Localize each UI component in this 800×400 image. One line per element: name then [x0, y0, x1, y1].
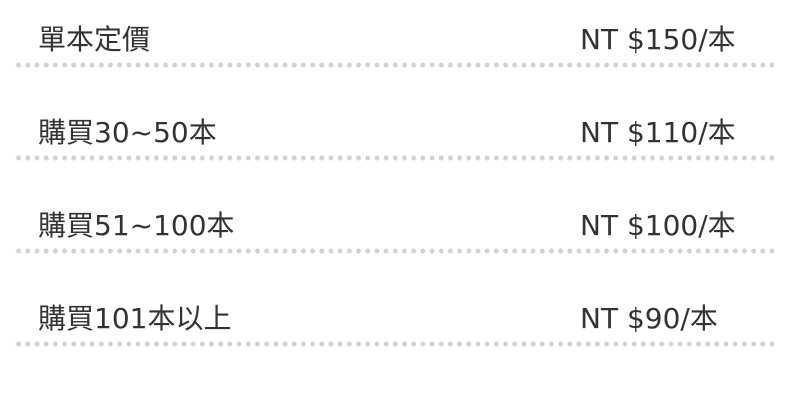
price-row-value: NT $150/本 [580, 23, 736, 56]
dotted-divider [14, 248, 774, 254]
price-row-single: 單本定價 NT $150/本 [14, 0, 774, 93]
price-row-label: 單本定價 [38, 23, 151, 56]
price-row-51-100: 購買51~100本 NT $100/本 [14, 186, 774, 279]
dotted-divider [14, 155, 774, 161]
price-row-label: 購買51~100本 [38, 209, 235, 242]
dotted-divider [14, 341, 774, 347]
price-row-value: NT $90/本 [580, 302, 718, 335]
price-row-value: NT $100/本 [580, 209, 736, 242]
price-list: 單本定價 NT $150/本 購買30~50本 NT $110/本 購買51~1… [14, 0, 774, 372]
price-row-label: 購買101本以上 [38, 302, 232, 335]
price-row-label: 購買30~50本 [38, 116, 217, 149]
price-row-value: NT $110/本 [580, 116, 736, 149]
price-row-101-plus: 購買101本以上 NT $90/本 [14, 279, 774, 372]
dotted-divider [14, 62, 774, 68]
price-row-30-50: 購買30~50本 NT $110/本 [14, 93, 774, 186]
